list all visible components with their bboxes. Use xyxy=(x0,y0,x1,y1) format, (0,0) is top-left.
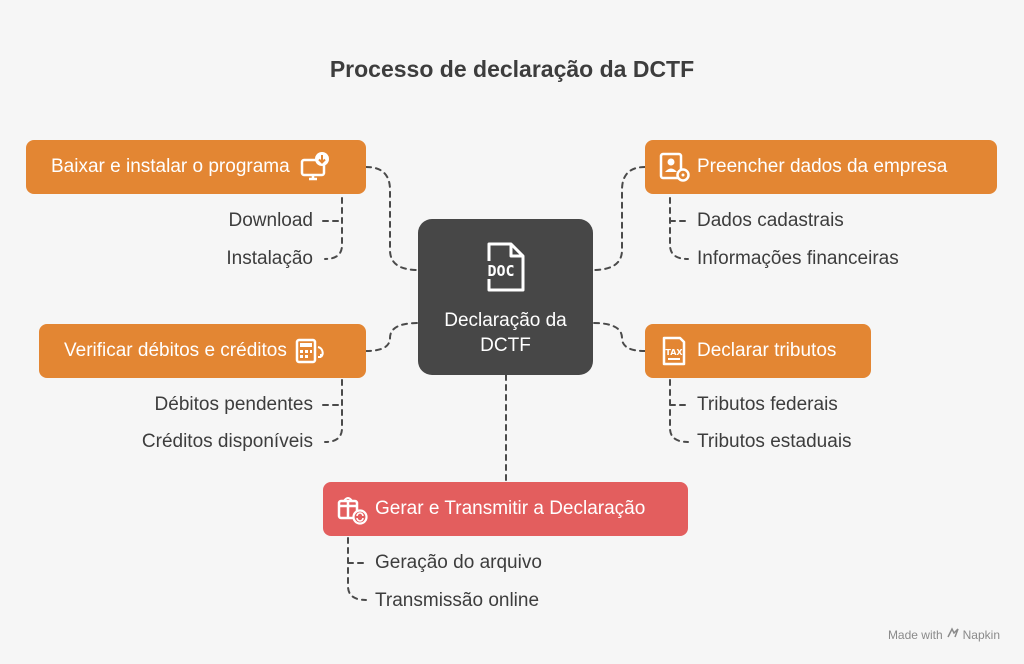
branch-baixar-label: Baixar e instalar o programa xyxy=(51,156,290,177)
branch-baixar: Baixar e instalar o programa xyxy=(26,140,366,194)
box-refresh-icon xyxy=(335,492,369,526)
monitor-download-icon xyxy=(298,150,332,184)
item-dados-cadastrais: Dados cadastrais xyxy=(697,210,844,231)
branch-declarar-label: Declarar tributos xyxy=(697,340,837,361)
tax-document-icon: TAX xyxy=(657,334,691,368)
connector-verificar xyxy=(365,322,419,352)
branch-gerar-label: Gerar e Transmitir a Declaração xyxy=(375,498,646,519)
connector-preencher-items xyxy=(669,197,691,260)
napkin-brand: Napkin xyxy=(962,627,1000,642)
item-informacoes-financeiras: Informações financeiras xyxy=(697,248,899,269)
connector-baixar-items xyxy=(322,197,343,260)
made-with-text: Made with xyxy=(887,627,943,642)
diagram-title: Processo de declaração da DCTF xyxy=(329,56,695,82)
connector-declarar xyxy=(592,322,646,352)
svg-text:TAX: TAX xyxy=(665,348,683,357)
branch-declarar: TAX Declarar tributos xyxy=(645,324,871,378)
company-profile-gear-icon xyxy=(657,150,691,184)
item-creditos-disponiveis: Créditos disponíveis xyxy=(141,431,313,452)
connector-preencher xyxy=(592,166,646,271)
item-tributos-estaduais: Tributos estaduais xyxy=(697,431,852,452)
connector-gerar-items xyxy=(347,537,369,601)
svg-text:DOC: DOC xyxy=(487,262,514,280)
branch-verificar: Verificar débitos e créditos xyxy=(39,324,366,378)
connector-declarar-items xyxy=(669,379,691,443)
made-with-napkin: Made with Napkin xyxy=(888,627,1000,642)
connector-verificar-items xyxy=(322,379,343,443)
branch-verificar-label: Verificar débitos e créditos xyxy=(64,340,287,361)
item-debitos-pendentes: Débitos pendentes xyxy=(154,394,313,415)
doc-file-icon: DOC xyxy=(481,241,531,298)
item-download: Download xyxy=(228,210,314,231)
connector-baixar xyxy=(365,166,419,271)
item-geracao-arquivo: Geração do arquivo xyxy=(375,552,542,573)
branch-preencher-label: Preencher dados da empresa xyxy=(697,156,948,177)
item-instalacao: Instalação xyxy=(226,248,313,269)
center-node: DOC Declaração da DCTF xyxy=(418,219,593,375)
item-tributos-federais: Tributos federais xyxy=(697,394,838,415)
branch-preencher: Preencher dados da empresa xyxy=(645,140,997,194)
calculator-refresh-icon xyxy=(293,334,327,368)
napkin-logo-icon xyxy=(946,627,959,642)
branch-gerar: Gerar e Transmitir a Declaração xyxy=(323,482,688,536)
center-label: Declaração da DCTF xyxy=(444,310,567,356)
item-transmissao-online: Transmissão online xyxy=(375,590,540,611)
